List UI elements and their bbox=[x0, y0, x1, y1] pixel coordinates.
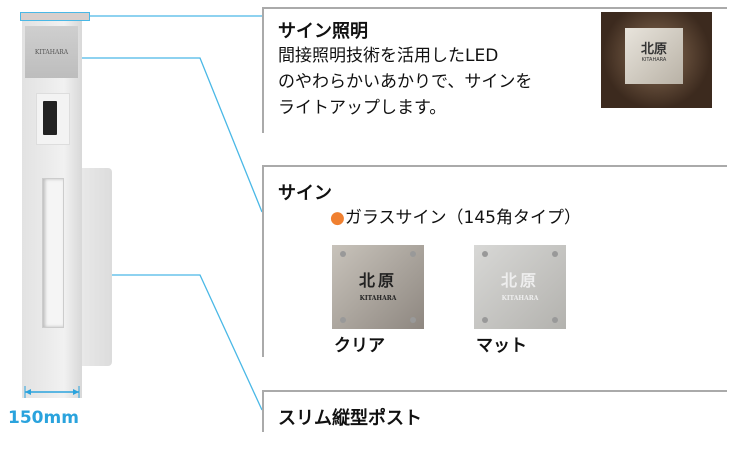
feature-post: スリム縦型ポスト bbox=[262, 390, 727, 432]
sign-kanji: 北原 bbox=[640, 42, 667, 57]
sign-roman: KITAHARA bbox=[641, 57, 667, 63]
sample-kanji: 北原 bbox=[358, 271, 397, 290]
leader-line-sign bbox=[68, 57, 263, 213]
feature-title: スリム縦型ポスト bbox=[278, 408, 422, 429]
feature-sign: サイン ●ガラスサイン（145角タイプ） 北原 KITAHARA クリア 北原 KI… bbox=[262, 165, 727, 357]
description-line: 間接照明技術を活用したLED bbox=[278, 46, 499, 66]
sample-kanji: 北原 bbox=[500, 271, 539, 290]
leader-line-post bbox=[108, 274, 263, 411]
feature-lighting: サイン照明 間接照明技術を活用したLED のやわらかいあかりで、サインを ライト… bbox=[262, 7, 727, 133]
description-line: ライトアップします。 bbox=[278, 98, 447, 118]
sample-roman: KITAHARA bbox=[501, 295, 539, 302]
intercom bbox=[36, 93, 70, 145]
sample-matte: 北原 KITAHARA bbox=[474, 245, 566, 329]
feature-title: サイン bbox=[278, 183, 332, 204]
bullet-text: ガラスサイン（145角タイプ） bbox=[344, 208, 581, 228]
feature-description: 間接照明技術を活用したLED のやわらかいあかりで、サインを ライトアップします… bbox=[278, 43, 532, 121]
sample-label: クリア bbox=[334, 336, 385, 356]
sample-clear: 北原 KITAHARA bbox=[332, 245, 424, 329]
feature-title: サイン照明 bbox=[278, 21, 368, 42]
orange-bullet-icon: ● bbox=[330, 208, 345, 228]
mail-slot bbox=[42, 178, 64, 328]
mailbox-body bbox=[82, 168, 112, 366]
pillar-nameplate: KITAHARA bbox=[25, 26, 78, 78]
width-label: 150mm bbox=[8, 408, 79, 428]
sample-label: マット bbox=[476, 336, 527, 356]
sign-bullet: ●ガラスサイン（145角タイプ） bbox=[330, 205, 581, 231]
sample-roman: KITAHARA bbox=[359, 295, 397, 302]
width-dimension-arrow bbox=[24, 386, 80, 398]
description-line: のやわらかいあかりで、サインを bbox=[278, 72, 533, 92]
camera-icon bbox=[43, 101, 57, 135]
sign-light-cap bbox=[20, 12, 90, 21]
